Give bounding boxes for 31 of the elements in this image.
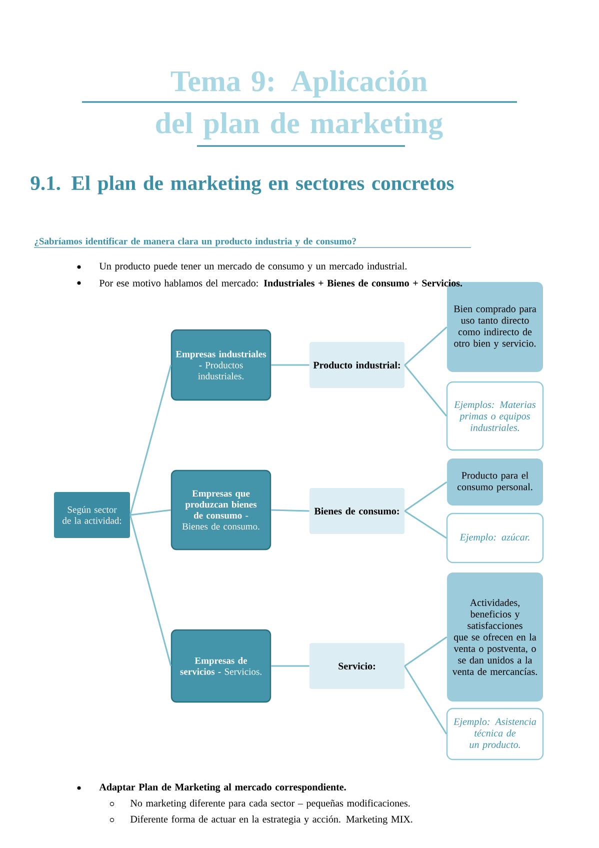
company-box: Empresas de servicios - Servicios. xyxy=(170,629,272,703)
connector xyxy=(404,636,448,667)
sub-bullet-text: No marketing diferente para cada sector – pequeñas modificaciones. xyxy=(130,799,410,809)
section-heading: 9.1. El plan de marketing en sectores concretos xyxy=(30,176,454,194)
connector xyxy=(404,326,448,366)
bullet-text: Un producto puede tener un mercado de consumo y un mercado industrial. xyxy=(99,262,407,272)
sub-bullet-text: Diferente forma de actuar en la estrategia y acción. Marketing MIX. xyxy=(130,815,412,825)
definition-box: Producto para el consumo personal. xyxy=(447,458,543,506)
connector xyxy=(404,510,447,539)
example-box: Ejemplo: Asistencia técnica de un producto. xyxy=(446,708,544,760)
connector xyxy=(271,665,310,667)
connector xyxy=(129,364,172,516)
example-box: Ejemplo: azúcar. xyxy=(446,512,544,564)
title: Tema 9: Aplicación del plan de marketing xyxy=(156,70,443,140)
category-box: Bienes de consumo: xyxy=(310,488,404,534)
connector xyxy=(404,666,448,734)
connector xyxy=(129,514,172,666)
example-box: Ejemplos: Materias primas o equipos industriales. xyxy=(446,381,544,451)
company-box: Empresas industriales - Productos industriales. xyxy=(170,329,272,401)
company-box: Empresas que produzcan bienes de consumo - Bienes de consumo. xyxy=(170,470,272,550)
category-box: Producto industrial: xyxy=(310,342,404,388)
connector xyxy=(130,509,171,516)
connector xyxy=(271,509,310,512)
connector xyxy=(404,481,448,512)
bullet-text: Adaptar Plan de Marketing al mercado correspondiente. xyxy=(99,783,346,793)
category-box: Servicio: xyxy=(310,643,404,689)
connector xyxy=(404,364,447,416)
root-box: Según sector de la actividad: xyxy=(54,492,130,538)
question-text: ¿Sabríamos identificar de manera clara un producto industria y de consumo? xyxy=(34,238,356,246)
definition-box: Actividades, beneficios y satisfacciones que se ofrecen en la venta o postventa, o se dan unidos a la venta de mercancías. xyxy=(447,572,543,702)
connector xyxy=(271,364,310,366)
